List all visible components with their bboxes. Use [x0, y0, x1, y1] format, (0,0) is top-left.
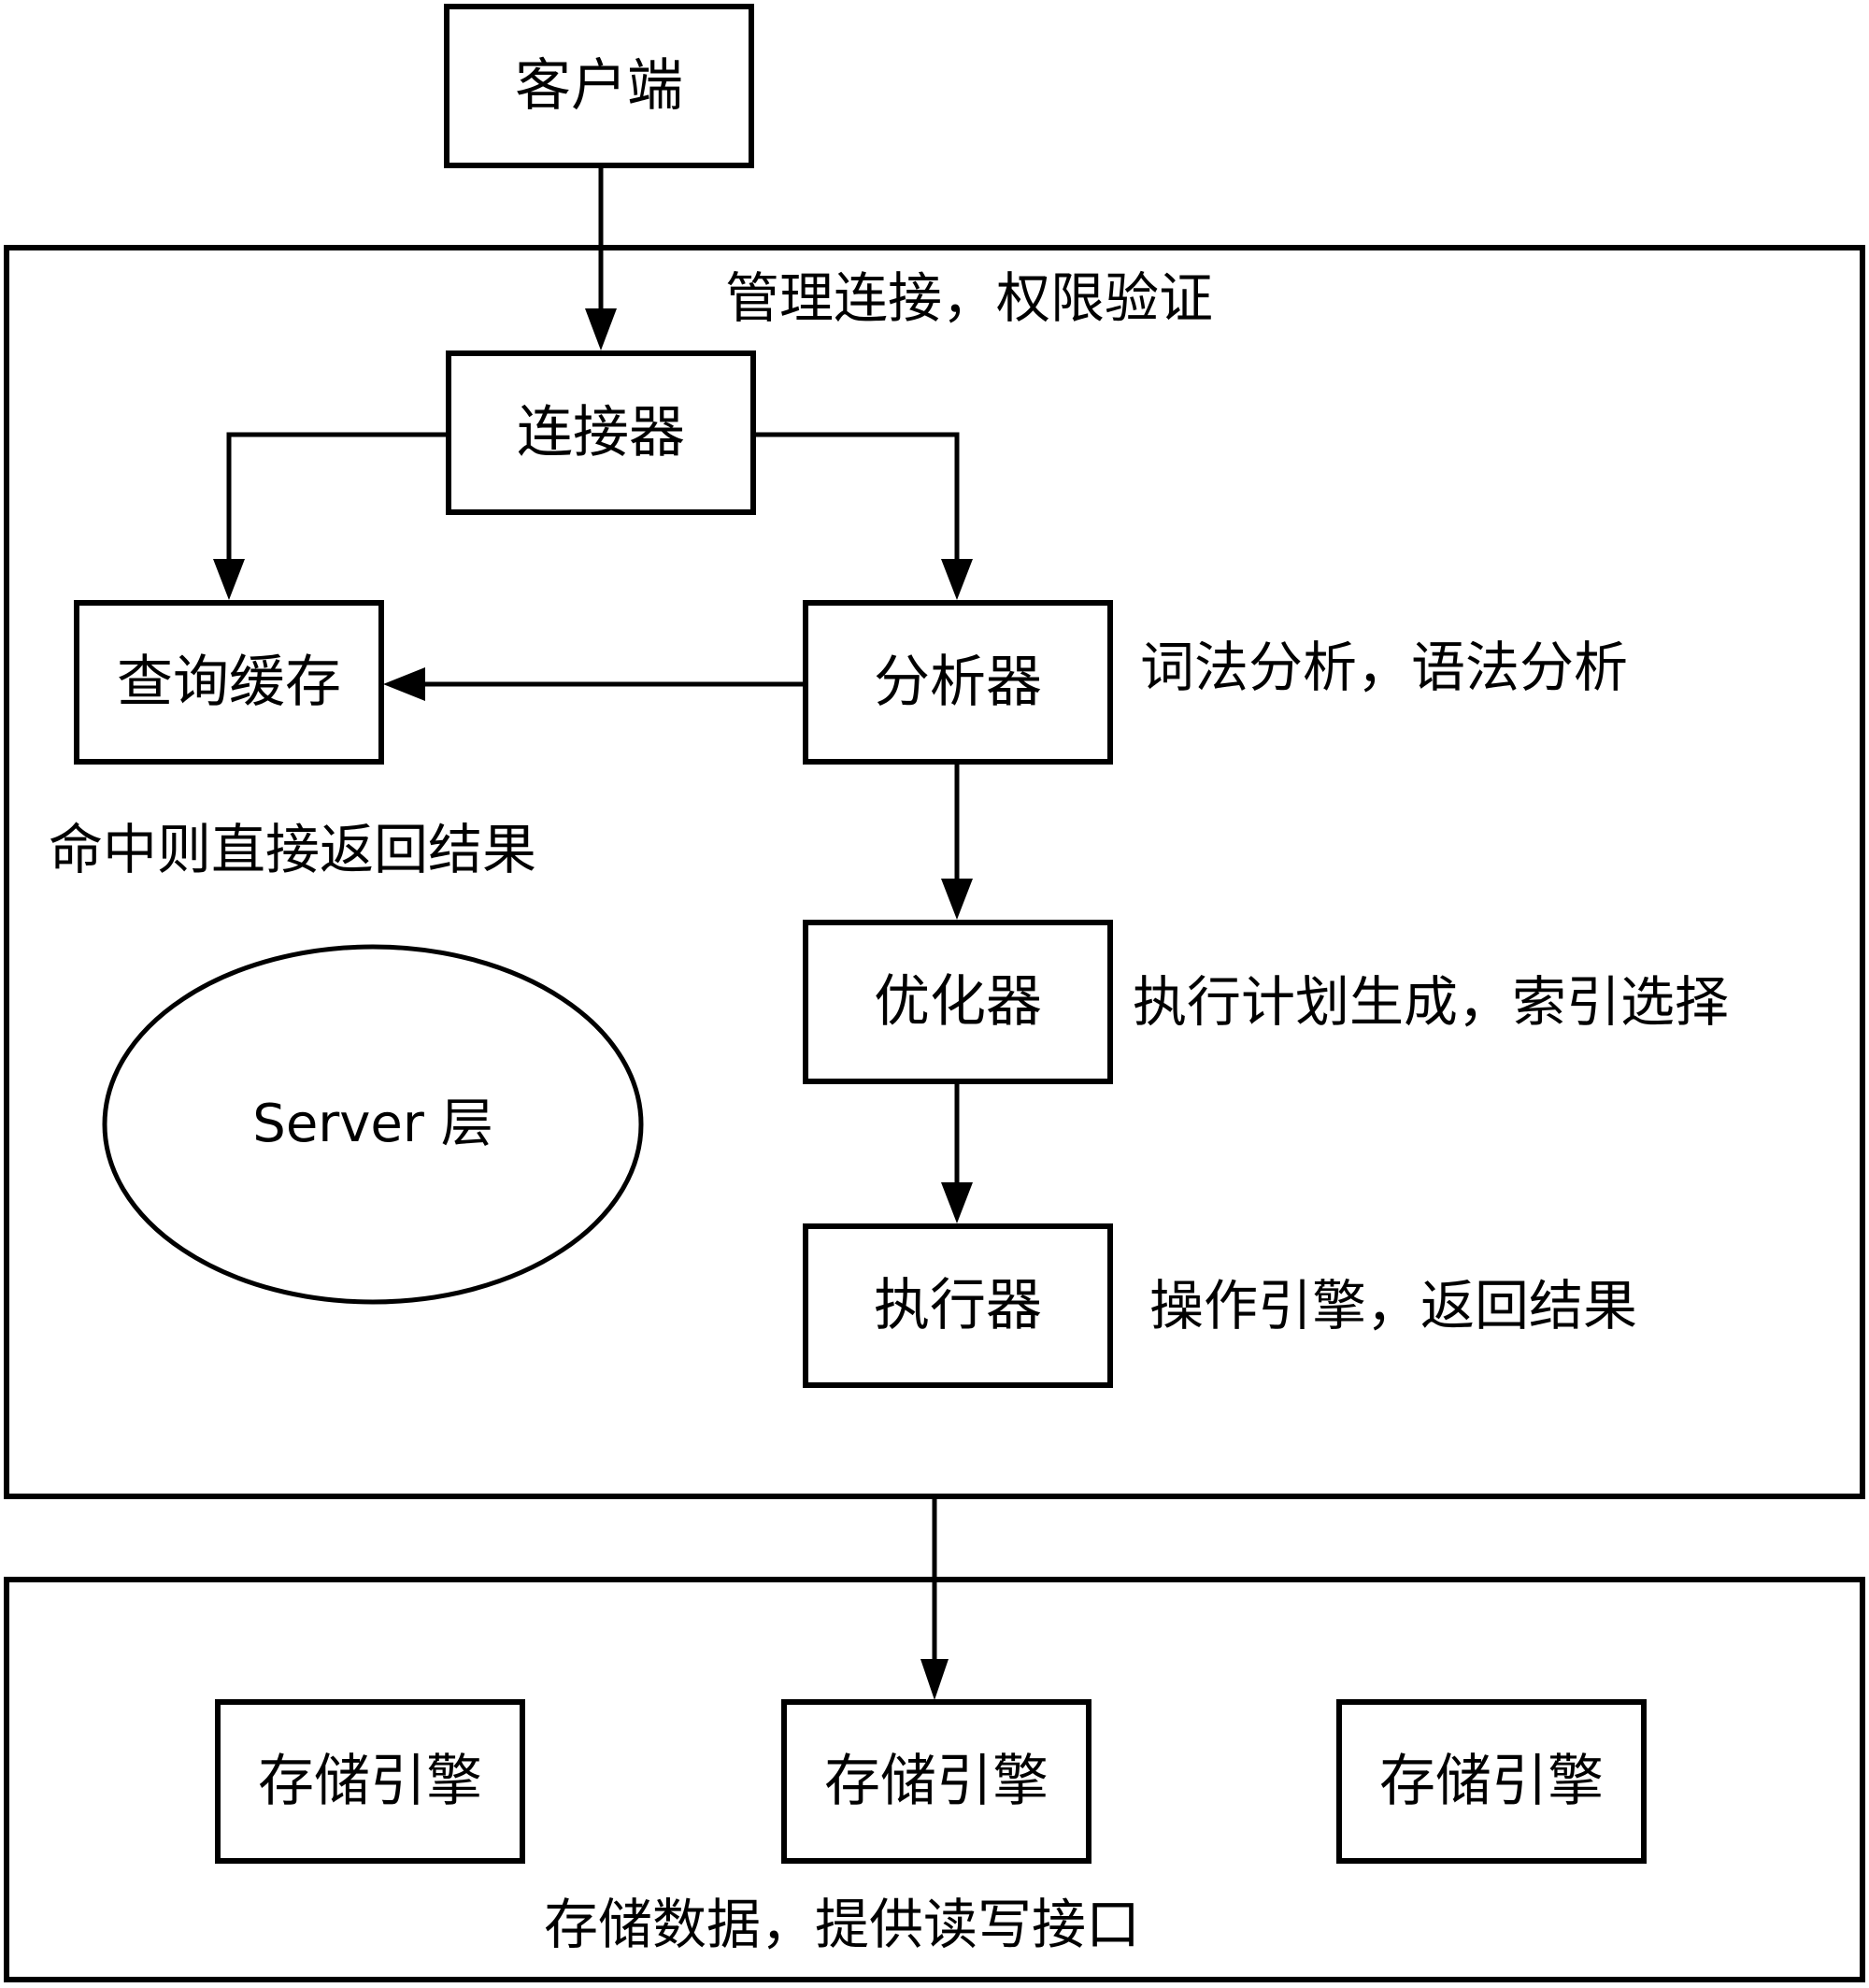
connector-note: 管理连接，权限验证 [725, 266, 1214, 330]
executor-note: 操作引擎，返回结果 [1149, 1274, 1638, 1337]
arrowhead-executor-storage [920, 1659, 949, 1700]
arrowhead-analyzer-optimizer [941, 879, 973, 920]
arrowhead-connector-query-cache [213, 559, 245, 600]
analyzer-label: 分析器 [874, 650, 1042, 715]
query-cache-note: 命中则直接返回结果 [49, 818, 537, 881]
query-cache-label: 查询缓存 [117, 650, 341, 715]
storage-engine-label-2: 存储引擎 [824, 1749, 1049, 1814]
client-label: 客户端 [515, 53, 683, 119]
optimizer-label: 优化器 [874, 969, 1042, 1035]
storage-engine-box-3 [1336, 1699, 1647, 1864]
storage-engine-label-3: 存储引擎 [1379, 1749, 1604, 1814]
arrowhead-analyzer-query-cache [383, 667, 425, 701]
executor-box [803, 1223, 1113, 1388]
edge-connector-query-cache [226, 432, 449, 584]
query-cache-box [74, 600, 384, 765]
edge-connector-analyzer [753, 432, 960, 584]
storage-engine-box-2 [781, 1699, 1091, 1864]
server-layer-label: Server 层 [252, 1094, 493, 1154]
storage-engine-box-1 [215, 1699, 525, 1864]
arrowhead-optimizer-executor [941, 1182, 973, 1223]
executor-label: 执行器 [874, 1273, 1042, 1338]
storage-layer-note: 存储数据，提供读写接口 [544, 1893, 1141, 1956]
arrowhead-connector-analyzer [941, 559, 973, 600]
optimizer-note: 执行计划生成，索引选择 [1133, 970, 1730, 1034]
arrowhead-client-connector [585, 308, 617, 350]
analyzer-note: 词法分析，语法分析 [1140, 636, 1629, 699]
server-layer-ellipse [102, 944, 644, 1305]
storage-engine-label-1: 存储引擎 [258, 1749, 482, 1814]
connector-label: 连接器 [517, 400, 685, 465]
